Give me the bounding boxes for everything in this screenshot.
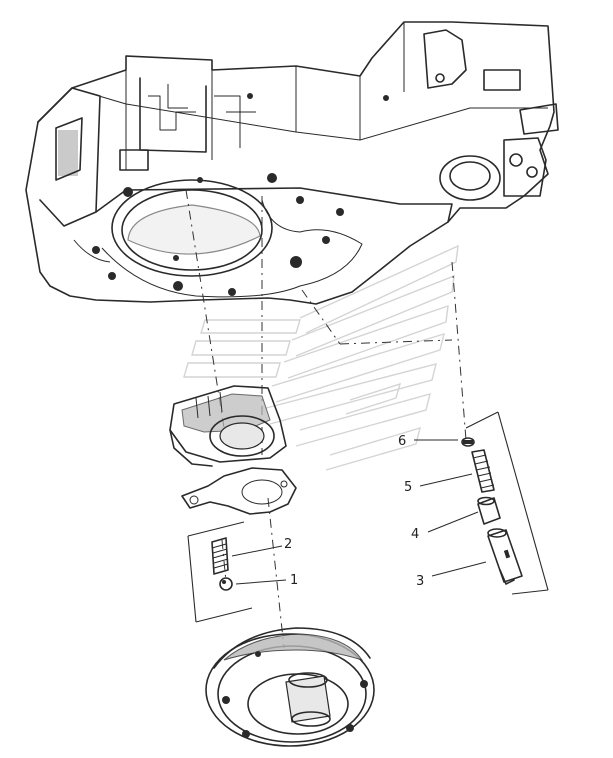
watermark-logo [183, 244, 459, 471]
gearbox-housing [25, 21, 559, 305]
callout-5: 5 [404, 480, 412, 495]
flange-bolt-holes [92, 93, 389, 296]
pump-body [169, 385, 287, 467]
valve-spring [471, 449, 495, 493]
callouts: 1 2 3 4 5 6 [231, 434, 487, 589]
check-ball [219, 577, 233, 591]
plug-cap [461, 437, 475, 447]
callout-1: 1 [290, 573, 298, 588]
valve-sleeve [477, 496, 501, 525]
pump-cover [205, 627, 375, 747]
relief-spring-left [211, 537, 229, 575]
valve-plunger [487, 528, 523, 585]
callout-3: 3 [416, 574, 424, 589]
left-parts-frame [187, 521, 253, 623]
callout-2: 2 [284, 537, 292, 552]
right-parts-frame [465, 411, 549, 595]
callout-4: 4 [411, 527, 419, 542]
gasket [181, 467, 297, 515]
callout-6: 6 [398, 434, 406, 449]
